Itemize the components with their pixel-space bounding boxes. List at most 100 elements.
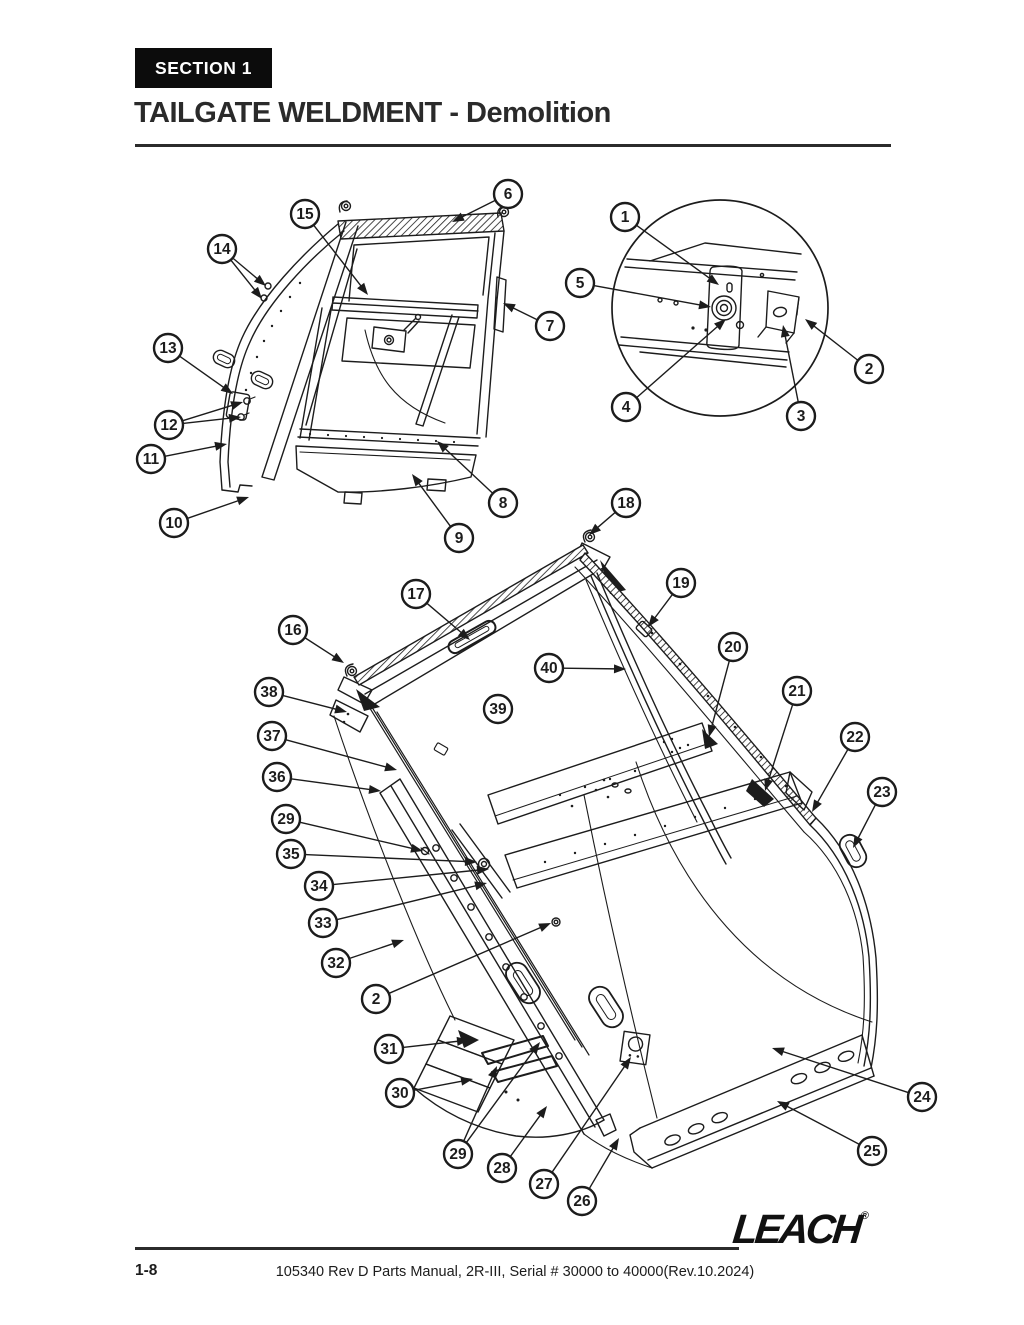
leader-line bbox=[460, 199, 496, 219]
leader-arrowhead bbox=[780, 325, 790, 338]
callout-balloon-17 bbox=[400, 578, 432, 610]
leader-line bbox=[596, 511, 616, 529]
callout-7: 7 bbox=[503, 303, 566, 342]
callout-number-13: 13 bbox=[159, 340, 177, 357]
leader-arrowhead bbox=[764, 778, 773, 791]
leader-arrowhead bbox=[220, 383, 233, 394]
callout-balloon-27 bbox=[528, 1168, 560, 1200]
callout-number-2: 2 bbox=[865, 361, 874, 378]
callout-balloon-16 bbox=[277, 614, 309, 646]
callout-number-1: 1 bbox=[621, 209, 630, 226]
section-badge-label: SECTION 1 bbox=[155, 57, 252, 78]
callout-balloon-28 bbox=[486, 1152, 518, 1184]
leader-line bbox=[285, 738, 388, 769]
callout-39: 39 bbox=[482, 693, 514, 725]
callout-number-25: 25 bbox=[863, 1143, 881, 1160]
callout-36: 36 bbox=[261, 761, 381, 794]
leader-line bbox=[710, 660, 731, 728]
leader-line bbox=[511, 306, 538, 321]
callout-2: 2 bbox=[805, 319, 885, 385]
callout-28: 28 bbox=[486, 1106, 547, 1184]
leader-line bbox=[588, 1146, 615, 1190]
leader-line bbox=[186, 499, 240, 520]
callout-balloon-2 bbox=[360, 983, 392, 1015]
leader-line bbox=[304, 637, 336, 659]
callout-number-37: 37 bbox=[263, 728, 280, 745]
callout-number-8: 8 bbox=[499, 495, 508, 512]
callout-3: 3 bbox=[780, 325, 817, 432]
leader-arrowhead bbox=[529, 1042, 540, 1055]
leader-line bbox=[635, 224, 712, 280]
leader-line bbox=[636, 325, 719, 399]
header-rule bbox=[135, 144, 891, 147]
callout-14: 14 bbox=[206, 233, 266, 299]
callout-10: 10 bbox=[158, 496, 249, 539]
callout-number-35: 35 bbox=[282, 846, 300, 863]
leader-arrowhead bbox=[648, 614, 659, 627]
leader-line bbox=[290, 778, 372, 791]
callout-number-11: 11 bbox=[143, 451, 160, 468]
callout-number-30: 30 bbox=[391, 1085, 408, 1102]
leader-arrowhead bbox=[437, 441, 449, 453]
brand-logo: LEACH® bbox=[731, 1206, 906, 1253]
callout-number-23: 23 bbox=[873, 784, 891, 801]
diagram-hinge-detail bbox=[611, 199, 829, 417]
leader-arrowhead bbox=[707, 724, 717, 737]
callout-number-5: 5 bbox=[576, 275, 585, 292]
callout-number-7: 7 bbox=[546, 318, 555, 335]
callout-33: 33 bbox=[307, 881, 487, 939]
leader-line bbox=[784, 334, 799, 403]
callout-number-3: 3 bbox=[797, 408, 806, 425]
leader-line bbox=[336, 884, 478, 921]
page-title: TAILGATE WELDMENT - Demolition bbox=[134, 97, 611, 129]
leader-arrowhead bbox=[488, 1066, 497, 1079]
callout-balloon-29 bbox=[270, 803, 302, 835]
callout-number-28: 28 bbox=[493, 1160, 511, 1177]
callout-number-14: 14 bbox=[213, 241, 231, 258]
callout-balloon-31 bbox=[373, 1033, 405, 1065]
leader-arrowhead bbox=[228, 413, 241, 423]
callout-balloon-39 bbox=[482, 693, 514, 725]
callout-27: 27 bbox=[528, 1057, 631, 1200]
callout-16: 16 bbox=[277, 614, 344, 663]
leader-arrowhead bbox=[698, 300, 711, 310]
callout-balloon-11 bbox=[135, 443, 167, 475]
callout-4: 4 bbox=[610, 319, 726, 423]
callout-number-18: 18 bbox=[617, 495, 635, 512]
callout-21: 21 bbox=[764, 675, 813, 791]
leader-line bbox=[164, 445, 218, 457]
leader-line bbox=[426, 602, 463, 635]
leader-arrowhead bbox=[357, 282, 368, 295]
callout-balloon-33 bbox=[307, 907, 339, 939]
callout-balloon-6 bbox=[492, 178, 524, 210]
leader-arrowhead bbox=[334, 704, 347, 714]
callout-17: 17 bbox=[400, 578, 470, 640]
leader-line bbox=[230, 259, 257, 292]
callout-balloon-4 bbox=[610, 391, 642, 423]
leader-arrowhead bbox=[230, 401, 243, 410]
callout-number-31: 31 bbox=[380, 1041, 398, 1058]
registered-trademark-symbol: ® bbox=[860, 1210, 870, 1222]
callout-number-22: 22 bbox=[846, 729, 863, 746]
callout-19: 19 bbox=[648, 567, 697, 627]
callout-balloon-12 bbox=[153, 409, 185, 441]
leader-arrowhead bbox=[214, 441, 227, 451]
callout-2: 2 bbox=[360, 923, 551, 1015]
callout-balloon-26 bbox=[566, 1185, 598, 1217]
callout-number-34: 34 bbox=[310, 878, 328, 895]
callout-11: 11 bbox=[135, 441, 227, 475]
callout-37: 37 bbox=[256, 720, 397, 772]
callout-balloon-34 bbox=[303, 870, 335, 902]
callout-balloon-35 bbox=[275, 838, 307, 870]
callout-20: 20 bbox=[707, 631, 749, 737]
callout-balloon-18 bbox=[610, 487, 642, 519]
diagram-tailgate-upper bbox=[212, 200, 510, 505]
callout-number-10: 10 bbox=[165, 515, 182, 532]
callout-balloon-13 bbox=[152, 332, 184, 364]
brand-logo-text: LEACH bbox=[730, 1206, 862, 1252]
leader-line bbox=[232, 257, 259, 281]
leader-arrowhead bbox=[384, 762, 397, 772]
callout-balloon-15 bbox=[289, 198, 321, 230]
callout-number-24: 24 bbox=[913, 1089, 931, 1106]
